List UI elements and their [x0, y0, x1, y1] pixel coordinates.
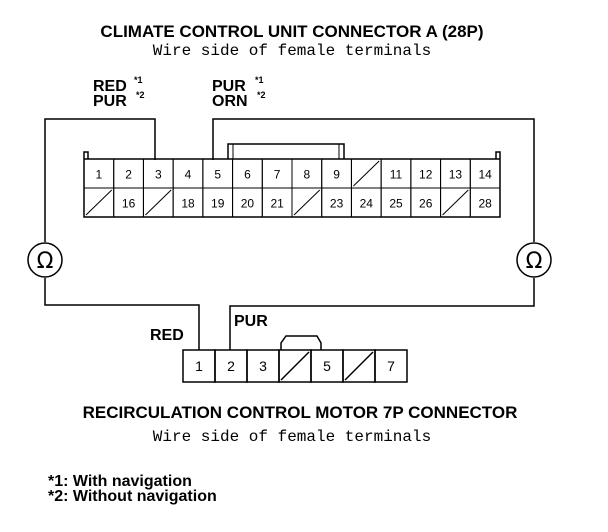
connector-a-row1-pin-label: 1	[96, 168, 103, 182]
connector-a-row2-pin-label: 18	[181, 197, 195, 211]
wire-label-b-left: RED	[150, 327, 184, 344]
wire-label-a-right-line1: PUR	[212, 78, 246, 95]
connector-b-pin-label: 2	[227, 358, 235, 374]
wire-label-a-right-sup2: *2	[257, 90, 266, 100]
connector-a-row2-empty-slot	[85, 189, 113, 216]
connector-a-title: CLIMATE CONTROL UNIT CONNECTOR A (28P)	[100, 22, 483, 41]
wire-label-a-left-line1: RED	[93, 78, 127, 95]
wire-label-a-left: RED *1 PUR *2	[93, 75, 145, 110]
connector-a-row1-pin-label: 11	[390, 168, 403, 182]
connector-a-latch	[227, 143, 345, 159]
connector-a-subtitle: Wire side of female terminals	[153, 42, 431, 60]
connector-a-row1-pin-label: 3	[155, 168, 162, 182]
connector-a-row2-empty-slot	[145, 189, 172, 216]
wire-label-a-left-sup2: *2	[136, 90, 145, 100]
connector-a-row1-pin-label: 4	[185, 168, 192, 182]
connector-a-row2-pin-label: 20	[241, 197, 255, 211]
connector-b-pin-label: 1	[195, 358, 203, 374]
connector-a-row2-pin-label: 25	[389, 197, 403, 211]
wire-label-b-right: PUR	[234, 313, 268, 330]
wire-label-a-right-sup1: *1	[255, 75, 264, 85]
connector-b-cell-7	[374, 349, 408, 383]
wire-left-meter-to-b-pin1	[44, 278, 200, 350]
connector-a-row2-pin-label: 16	[122, 197, 136, 211]
connector-a-row2-empty-slot	[293, 189, 321, 216]
footnote-2: *2: Without navigation	[48, 488, 217, 505]
connector-a-row1-pin-label: 5	[214, 168, 221, 182]
connector-a-row2-pin-label: 28	[478, 197, 492, 211]
connector-a-row2-pin-label: 26	[419, 197, 433, 211]
connector-b-pin-label: 7	[387, 358, 395, 374]
wire-label-a-right-line2: ORN	[212, 93, 248, 110]
connector-b-subtitle: Wire side of female terminals	[153, 428, 431, 446]
circuit-wires	[44, 118, 535, 350]
ohmmeter-left: Ω	[27, 242, 63, 278]
connector-a-row1-empty-slot	[353, 160, 380, 187]
connector-a-row2-pin-label: 19	[211, 197, 225, 211]
connector-b-empty-slot	[344, 351, 374, 381]
ohmmeter-right-circle	[516, 242, 552, 278]
connector-b-latch	[280, 335, 322, 350]
connector-b-pin-label: 5	[323, 358, 331, 374]
connector-a-row2-pin-label: 24	[360, 197, 374, 211]
wire-label-a-left-sup1: *1	[134, 75, 143, 85]
connector-a-row1-pin-label: 9	[333, 168, 340, 182]
wire-label-a-left-line2: PUR	[93, 93, 127, 110]
connector-a-row2-pin-label: 21	[270, 197, 284, 211]
connector-b-cells: 1 2 3 5 7	[182, 349, 408, 383]
connector-a-row1-pin-label: 2	[125, 168, 132, 182]
connector-a-row1-pin-label: 12	[419, 168, 433, 182]
wire-pin3-to-left-meter	[44, 118, 156, 242]
wire-pin5-to-right-meter	[212, 118, 535, 242]
wire-label-a-right: PUR *1 ORN *2	[212, 75, 266, 110]
ohm-icon-left: Ω	[37, 249, 54, 274]
ohmmeter-right: Ω	[516, 242, 552, 278]
connector-a-row1-pin-label: 7	[274, 168, 281, 182]
ohm-icon-right: Ω	[526, 249, 543, 274]
connector-a-row1-pin-label: 8	[304, 168, 311, 182]
connector-b: 1 2 3 5 7	[182, 335, 408, 383]
connector-b-pin-label: 3	[259, 358, 267, 374]
connector-b-title: RECIRCULATION CONTROL MOTOR 7P CONNECTOR	[83, 403, 518, 422]
connector-a-row2-empty-slot	[442, 189, 469, 216]
connector-a-row2-pin-label: 23	[330, 197, 344, 211]
ohmmeter-left-circle	[27, 242, 63, 278]
connector-a-row1-pin-label: 13	[449, 168, 463, 182]
connector-a-row2-cell-14	[469, 187, 501, 218]
footnote-1: *1: With navigation	[48, 473, 192, 490]
wire-right-meter-to-b-pin2	[229, 278, 535, 350]
connector-b-empty-slot	[280, 351, 310, 381]
connector-a-row1-pin-label: 14	[478, 168, 492, 182]
connector-a-row1-pin-label: 6	[244, 168, 251, 182]
